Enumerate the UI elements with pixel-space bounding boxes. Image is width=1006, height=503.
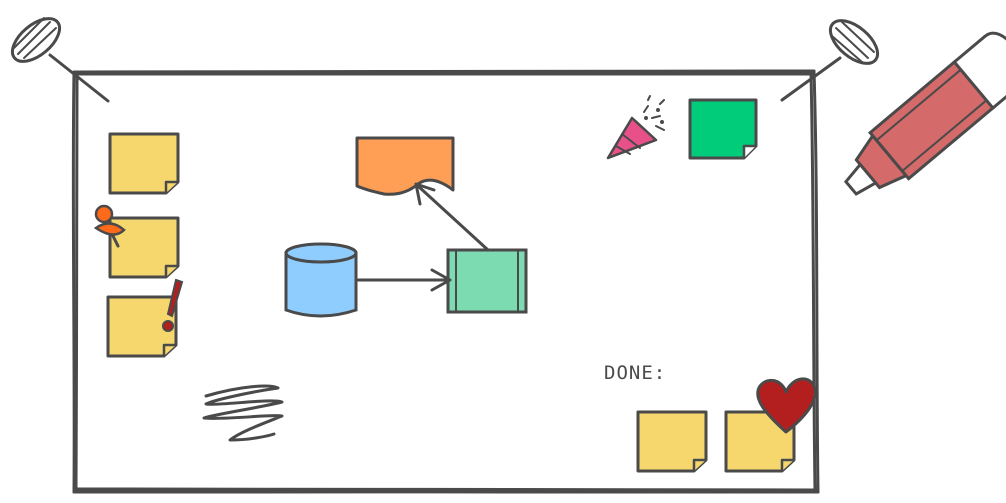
sticky-note-green[interactable] [688,98,758,160]
marker-icon [843,31,1006,196]
sticky-note-yellow[interactable] [636,410,708,473]
sticky-note-yellow[interactable] [108,216,180,279]
push-pin-icon [93,204,126,248]
arrow-connector [356,268,452,292]
sticky-note-yellow[interactable] [108,132,180,195]
heart-icon [756,377,817,434]
orange-document-shape[interactable] [355,136,455,196]
sticky-note-yellow[interactable] [106,295,178,358]
board-frame [71,69,820,495]
thumbtack-icon [780,19,880,102]
teal-process-shape[interactable] [446,248,528,314]
blue-database-shape[interactable] [284,242,358,318]
done-label: DONE: [604,362,667,384]
arrow-connector [414,182,490,252]
thumbtack-icon [10,17,110,103]
party-popper-icon [606,95,665,160]
scribble-icon [202,384,284,442]
exclamation-icon [162,278,184,332]
